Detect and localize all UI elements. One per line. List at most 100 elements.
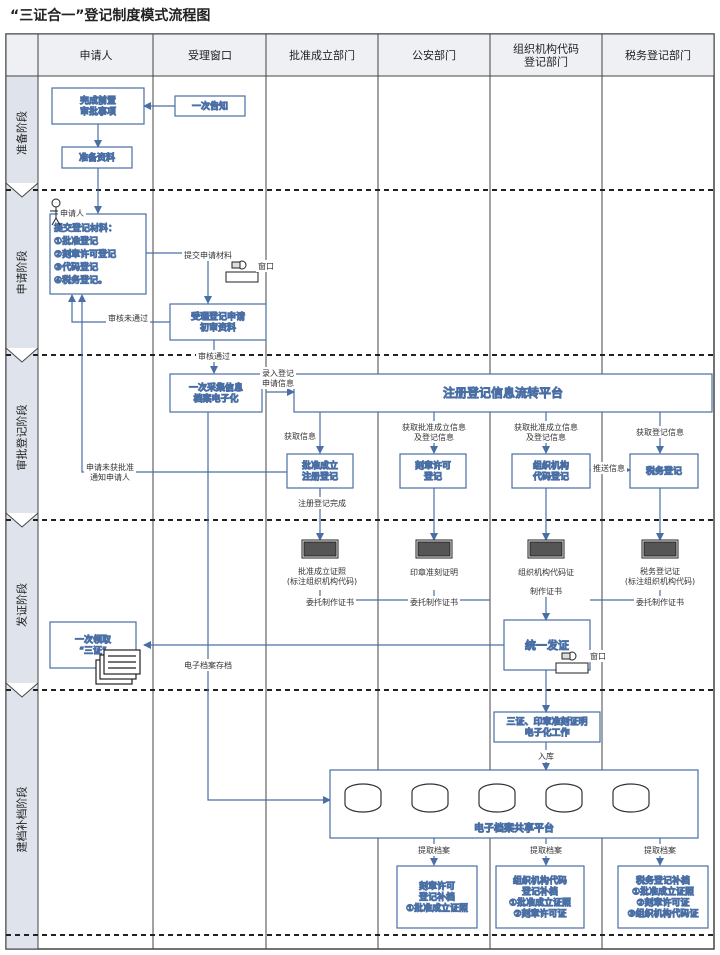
certificate-icon-1 [301,539,339,559]
page-title: “三证合一”登记制度模式流程图 [10,8,211,24]
label-done: 注册登记完成 [298,498,346,508]
phase-label-1: 准备阶段 [15,111,29,155]
box-digitize: 三证、印章准刻证明电子化工作 [493,711,601,743]
box-prep: 完成前置审批事项 [51,87,145,125]
label-fail: 审核未通过 [108,313,148,323]
lane-header-3: 批准成立部门 [289,48,355,62]
label-fetch3: 提取档案 [644,845,676,855]
certificate-icon-2 [415,539,453,559]
label-backing [182,659,234,671]
box-text: 受理登记申请初审资料 [191,311,245,334]
box-org: 组织机构代码登记 [511,453,591,489]
window-clerk-icon [225,260,259,283]
database-icon-3 [478,783,516,813]
box-text: 统一发证 [525,638,569,652]
box-collect: 一次采集信息档案电子化 [169,373,263,413]
label-reject: 申请未获批准通知申请人 [86,462,134,482]
label-backing [408,596,460,608]
label-backing [516,566,576,578]
label-backing [304,596,356,608]
database-icon-4 [545,783,583,813]
certificate-icon-4 [641,539,679,559]
box-text: 刻章许可登记 [415,460,451,483]
database-icon-1 [344,783,382,813]
phase-label-4: 发证阶段 [15,583,29,627]
label-backing [256,260,276,272]
box-text: 三证、印章准刻证明电子化工作 [506,716,587,739]
label-backing [182,249,234,261]
phase-chevrons [5,182,39,698]
label-backing [196,350,232,362]
label-push: 录入登记申请信息 [262,368,294,388]
label-backing [416,844,452,856]
box-pickup: 一次领取“三证” [49,621,137,669]
box-platform: 注册登记信息流转平台 [293,373,713,413]
box-text: 一次领取“三证” [75,634,111,657]
box-seal: 刻章许可登记 [399,453,467,489]
database-cylinders [344,783,650,813]
lane-header-5: 组织机构代码登记部门 [513,41,579,68]
label-push2: 推送信息 [593,463,625,473]
label-backing [588,650,608,662]
label-get4: 获取登记信息 [636,427,684,437]
label-backing [634,596,686,608]
label-get1: 获取信息 [284,431,316,441]
label-backing [634,426,686,438]
lane-header-6: 税务登记部门 [625,48,691,62]
lane-header-row [5,33,715,77]
label-cert1: 批准成立证照(标注组织机构代码) [287,566,357,586]
label-efile: 电子档案存档 [184,660,232,670]
label-cert4: 税务登记证(标注组织机构代码) [625,566,695,586]
label-backing [618,565,702,587]
lane-header-4: 公安部门 [412,48,456,62]
label-backing [536,750,556,762]
label-window2: 窗口 [590,651,606,661]
label-entrust2: 委托制作证书 [410,597,458,607]
box-notice: 一次告知 [174,95,246,117]
phase-label-5: 建档补档阶段 [15,787,29,853]
label-backing [512,421,580,443]
label-backing [408,566,460,578]
box-text: 一次采集信息档案电子化 [189,382,243,405]
label-fetch2: 提取档案 [530,845,562,855]
connectors [68,102,664,866]
label-get2: 获取批准成立信息及登记信息 [402,422,466,442]
label-entrust1: 委托制作证书 [306,597,354,607]
box-text: 准备资料 [79,152,115,164]
label-backing [58,207,86,219]
label-submit: 提交申请材料 [184,250,232,260]
label-backing [296,497,348,509]
window-clerk-icon-2 [555,651,589,674]
box-text: 税务登记 [646,465,682,477]
box-text: 注册登记信息流转平台 [443,385,563,400]
phase-label-3: 审批登记阶段 [15,405,29,471]
label-backing [106,312,150,324]
box-text: 电子档案共享平台 [474,822,554,835]
phase-separators [6,189,714,936]
box-text: 完成前置审批事项 [80,95,116,118]
label-backing [528,844,564,856]
phase-label-2: 申请阶段 [15,251,29,295]
label-fetch1: 提取档案 [418,845,450,855]
label-pass: 审核通过 [198,351,230,361]
label-entrust3: 委托制作证书 [636,597,684,607]
label-applicant: 申请人 [60,208,84,218]
certificate-icons [301,539,679,559]
database-icon-5 [612,783,650,813]
lane-headers: 申请人受理窗口批准成立部门公安部门组织机构代码登记部门税务登记部门 [80,41,692,68]
label-window: 窗口 [258,261,274,271]
box-accept: 受理登记申请初审资料 [169,303,267,341]
label-store: 入库 [538,751,554,761]
box-approve: 批准成立注册登记 [286,453,354,489]
box-text: 批准成立注册登记 [302,460,338,483]
label-get3: 获取批准成立信息及登记信息 [514,422,578,442]
label-backing [282,430,318,442]
label-backing [260,367,296,389]
